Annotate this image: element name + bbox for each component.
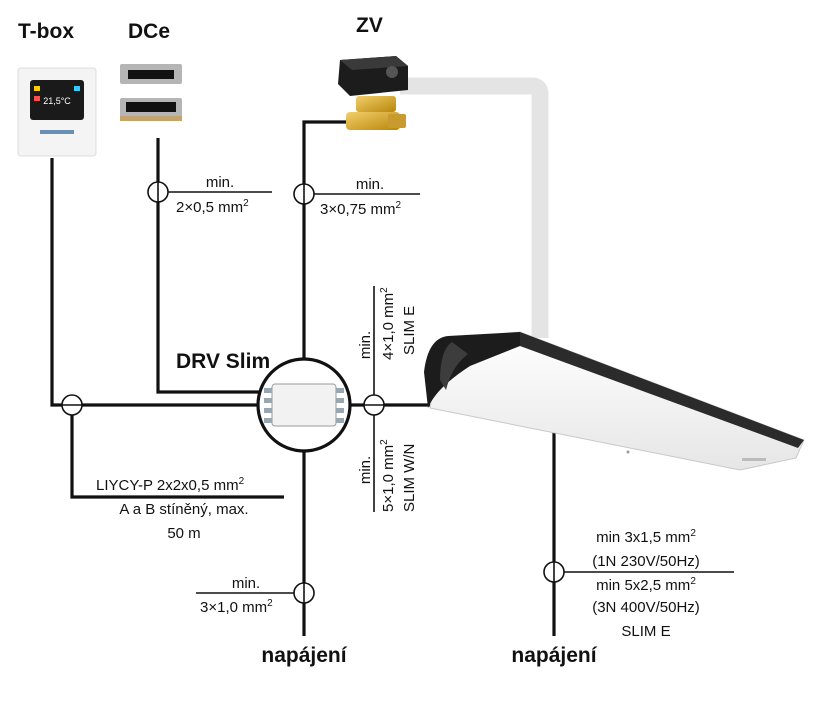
power-label-left: napájení — [261, 644, 347, 667]
power-label-right: napájení — [511, 644, 597, 667]
slim-wn-label: SLIM W/N — [401, 444, 418, 512]
zv-cable-spec: 3×0,75 mm2 — [320, 200, 401, 218]
dce-title: DCe — [128, 20, 170, 43]
tbox-cable-shield: A a B stíněný, max. — [119, 501, 248, 518]
dce-wire — [156, 138, 262, 394]
curtain-power-voltage-3n: (3N 400V/50Hz) — [592, 599, 700, 616]
tbox-wire — [50, 158, 262, 407]
water-pipe — [400, 77, 549, 338]
curtain-power-spec-3n: min 5x2,5 mm2 — [596, 576, 696, 594]
slim-wn-cable-min: min. — [357, 456, 374, 484]
dce-door-contact — [120, 64, 182, 121]
slim-e-cable-spec: 4×1,0 mm2 — [379, 287, 397, 360]
drv-slim-box — [256, 357, 352, 453]
dce-cable-min: min. — [206, 174, 234, 191]
zv-title: ZV — [356, 14, 383, 37]
tbox-cable-spec: LIYCY-P 2x2x0,5 mm2 — [96, 476, 245, 494]
tbox-cable-branch — [70, 408, 284, 499]
air-curtain — [424, 331, 805, 471]
slim-wn-cable-spec: 5×1,0 mm2 — [379, 439, 397, 512]
tbox-title: T-box — [18, 20, 74, 43]
slim-e-label: SLIM E — [401, 306, 418, 355]
tbox-screen-text: 21,5°C — [43, 96, 71, 106]
zv-valve — [338, 56, 408, 130]
drv-power-min: min. — [232, 575, 260, 592]
slim-e-cable-min: min. — [357, 331, 374, 359]
zv-wire — [302, 120, 346, 360]
zv-cable-min: min. — [356, 176, 384, 193]
tbox-cable-length: 50 m — [167, 525, 200, 542]
dce-cable-spec: 2×0,5 mm2 — [176, 198, 249, 216]
curtain-power-voltage-1n: (1N 230V/50Hz) — [592, 553, 700, 570]
drv-title: DRV Slim — [176, 350, 270, 373]
drv-power-spec: 3×1,0 mm2 — [200, 598, 273, 616]
tbox-thermostat: 21,5°C — [17, 67, 97, 157]
curtain-power-spec-1n: min 3x1,5 mm2 — [596, 528, 696, 546]
curtain-power-model: SLIM E — [621, 623, 670, 640]
